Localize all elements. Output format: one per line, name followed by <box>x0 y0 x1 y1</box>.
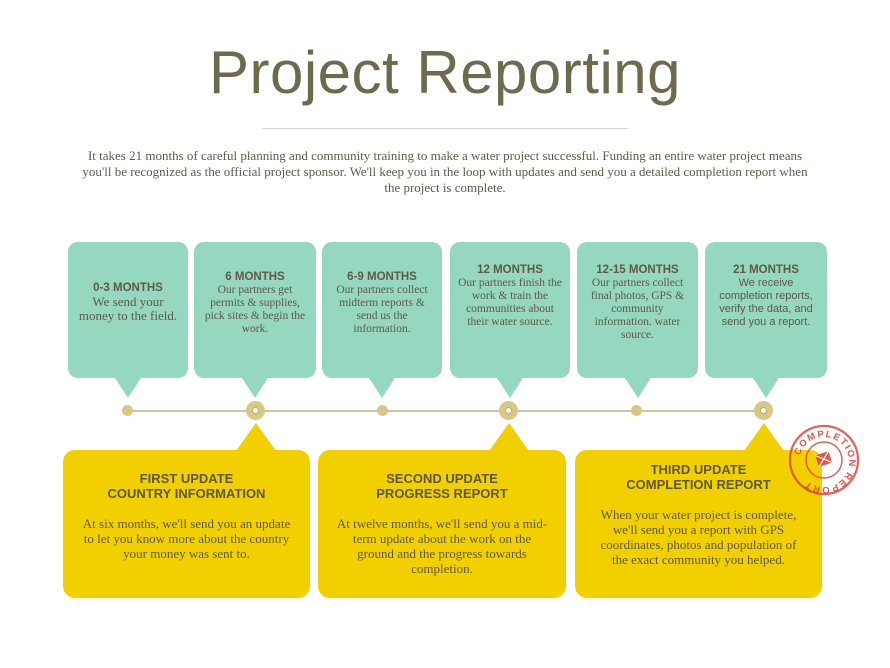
update-heading-line2: PROGRESS REPORT <box>376 486 508 501</box>
milestone-0-3-months: 0-3 MONTHS We send your money to the fie… <box>68 242 188 398</box>
milestone-21-months: 21 MONTHS We receive completion reports,… <box>705 242 827 398</box>
update-text: When your water project is complete, we'… <box>600 507 797 567</box>
milestone-text: Our partners collect final photos, GPS &… <box>590 277 685 341</box>
update-heading-line1: THIRD UPDATE <box>650 462 747 477</box>
timeline-dot <box>631 405 642 416</box>
timeline-update-marker <box>499 401 518 420</box>
update-heading-line2: COUNTRY INFORMATION <box>107 486 266 501</box>
update-first: FIRST UPDATE COUNTRY INFORMATION At six … <box>63 423 310 598</box>
milestone-heading: 6-9 MONTHS <box>347 271 417 283</box>
update-third: THIRD UPDATE COMPLETION REPORT When your… <box>575 423 822 598</box>
update-heading-line1: FIRST UPDATE <box>139 471 234 486</box>
timeline-update-marker <box>246 401 265 420</box>
update-text: At twelve months, we'll send you a mid-t… <box>336 516 548 576</box>
milestone-heading: 21 MONTHS <box>733 264 799 276</box>
completion-report-stamp: COMPLETION REPORT <box>788 424 860 495</box>
milestone-text: We receive completion reports, verify th… <box>719 277 813 328</box>
timeline-update-marker <box>754 401 773 420</box>
milestone-text: Our partners get permits & supplies, pic… <box>204 284 306 335</box>
flag-icon <box>814 450 833 468</box>
milestone-heading: 6 MONTHS <box>225 271 285 283</box>
milestone-text: Our partners finish the work & train the… <box>458 277 562 328</box>
timeline-dot <box>122 405 133 416</box>
timeline-line <box>128 410 764 412</box>
milestone-heading: 12-15 MONTHS <box>596 264 679 276</box>
page-title: Project Reporting <box>208 39 682 106</box>
milestone-text: We send your money to the field. <box>78 294 178 323</box>
intro-paragraph: It takes 21 months of careful planning a… <box>82 148 808 195</box>
title-divider <box>262 128 628 129</box>
milestone-heading: 0-3 MONTHS <box>93 282 163 294</box>
timeline-dot <box>377 405 388 416</box>
update-second: SECOND UPDATE PROGRESS REPORT At twelve … <box>318 423 566 598</box>
milestone-12-15-months: 12-15 MONTHS Our partners collect final … <box>577 242 698 398</box>
milestone-heading: 12 MONTHS <box>477 264 543 276</box>
update-heading-line1: SECOND UPDATE <box>386 471 498 486</box>
update-heading-line2: COMPLETION REPORT <box>626 477 771 492</box>
milestone-12-months: 12 MONTHS Our partners finish the work &… <box>450 242 570 398</box>
milestone-6-9-months: 6-9 MONTHS Our partners collect midterm … <box>322 242 442 398</box>
milestone-6-months: 6 MONTHS Our partners get permits & supp… <box>194 242 316 398</box>
milestone-text: Our partners collect midterm reports & s… <box>336 284 428 335</box>
update-text: At six months, we'll send you an update … <box>82 516 291 561</box>
